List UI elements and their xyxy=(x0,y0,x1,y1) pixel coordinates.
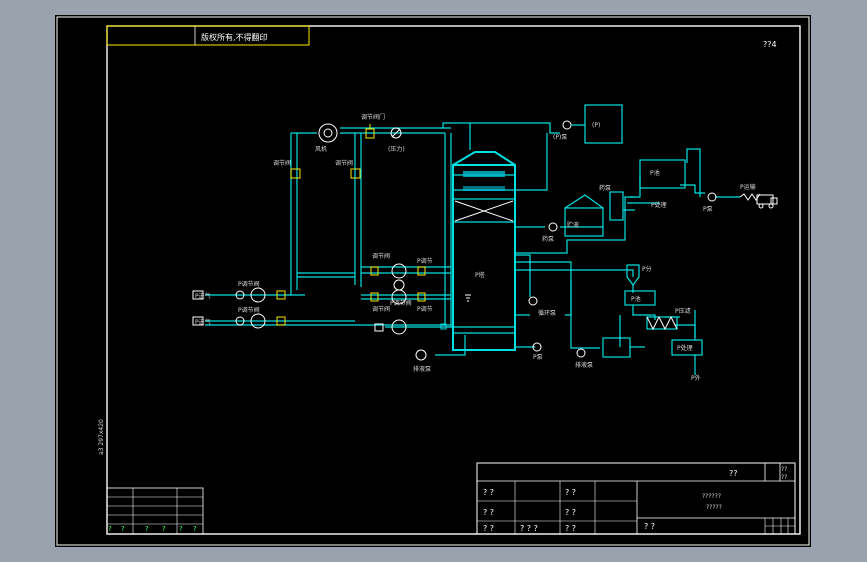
mid-valve: 调节阀 xyxy=(335,159,361,179)
chemical-tank: 贮液 药泵 xyxy=(542,194,604,243)
right-box-label: P池 xyxy=(650,169,660,177)
svg-text:排液泵: 排液泵 xyxy=(413,365,431,373)
side-label: a3 297x420 xyxy=(98,419,105,455)
svg-text:? ?: ? ? xyxy=(565,508,576,517)
svg-text:P泵: P泵 xyxy=(533,354,543,361)
svg-text:??: ?? xyxy=(781,466,787,473)
top-box: (P) xyxy=(584,104,623,144)
outer-border xyxy=(56,16,810,546)
copyright-box xyxy=(106,25,310,46)
svg-text:? ?: ? ? xyxy=(565,488,576,497)
svg-text:P分: P分 xyxy=(642,265,652,273)
svg-text:? ?: ? ? xyxy=(483,488,494,497)
svg-text:调节阀: 调节阀 xyxy=(372,252,390,260)
svg-text:调节阀: 调节阀 xyxy=(372,305,390,313)
revision-table: ? ? ? ? ? ? xyxy=(106,487,204,535)
tank-label: 贮液 xyxy=(567,221,579,229)
svg-text:?: ? xyxy=(121,525,125,533)
separator: P分 P池 P压滤 P处理 P外 xyxy=(602,264,703,382)
svg-text:P调节阀: P调节阀 xyxy=(238,280,260,288)
svg-text:P泵: P泵 xyxy=(703,206,713,213)
svg-text:P调节阀: P调节阀 xyxy=(238,306,260,314)
top-pump: (P)泵 xyxy=(553,120,572,141)
svg-text:P池: P池 xyxy=(631,295,641,303)
svg-text:? ? ?: ? ? ? xyxy=(520,524,538,533)
absorption-tower: P塔 xyxy=(452,151,516,351)
svg-text:?: ? xyxy=(193,525,197,533)
inlet-row-2: P进气 P调节阀 xyxy=(192,306,286,329)
fan-label: 风机 xyxy=(315,145,327,153)
drawing-number: ??4 xyxy=(763,40,777,49)
svg-text:P进气: P进气 xyxy=(195,292,211,300)
svg-text:?: ? xyxy=(108,525,112,533)
pipe-network xyxy=(205,122,740,375)
circulation-pumps: 循环泵 P泵 排液泵 xyxy=(528,296,593,369)
svg-text:? ?: ? ? xyxy=(644,522,655,531)
mid-pumps: 调节阀 调节阀 P调节阀 P调节 P调节 排液泵 xyxy=(370,252,447,373)
svg-text:P外: P外 xyxy=(691,374,701,382)
tower-label: P塔 xyxy=(475,271,485,279)
svg-text:P调节: P调节 xyxy=(417,257,433,265)
left-valve: 调节阀 xyxy=(273,159,301,179)
process-flow-diagram: 版权所有,不得翻印 ??4 a3 297x420 xyxy=(56,16,810,546)
title-top-a: ?? xyxy=(729,469,738,478)
inner-border xyxy=(106,25,801,535)
svg-text:药泵: 药泵 xyxy=(599,184,611,192)
pressure-gauge: (压力) xyxy=(388,127,405,153)
svg-text:循环泵: 循环泵 xyxy=(538,309,556,317)
drawing-title-line-2: ????? xyxy=(706,504,722,511)
svg-text:?: ? xyxy=(162,525,166,533)
drawing-sheet: 版权所有,不得翻印 ??4 a3 297x420 xyxy=(55,15,811,547)
svg-text:P调节: P调节 xyxy=(417,305,433,313)
tank-pump-label: 药泵 xyxy=(542,235,554,243)
svg-text:? ?: ? ? xyxy=(483,508,494,517)
svg-text:? ?: ? ? xyxy=(565,524,576,533)
svg-text:P处理: P处理 xyxy=(677,344,693,352)
right-equipment: 药泵 P池 P处理 P泵 P运输 xyxy=(599,159,778,221)
mid-valve-label: 调节阀 xyxy=(335,159,353,167)
svg-text:? ?: ? ? xyxy=(483,524,494,533)
svg-text:?: ? xyxy=(145,525,149,533)
gauge-label: (压力) xyxy=(388,145,405,153)
fan: 风机 xyxy=(315,123,338,153)
inlet-row-1: P进气 P调节阀 xyxy=(192,280,286,303)
svg-text:(P): (P) xyxy=(592,122,600,129)
svg-text:?: ? xyxy=(179,525,183,533)
drawing-title-line-1: ?????? xyxy=(702,493,721,500)
svg-text:??: ?? xyxy=(781,474,787,481)
svg-text:P调节阀: P调节阀 xyxy=(390,299,412,307)
title-block: ?? ?? ?? ? ? ? ? ? ? ? ? ? ? ? ? ? ? ? ?… xyxy=(476,462,796,535)
svg-text:P处理: P处理 xyxy=(651,201,667,209)
left-valve-label: 调节阀 xyxy=(273,159,291,167)
svg-text:P压滤: P压滤 xyxy=(675,307,691,315)
fan-valve: 调节阀门 xyxy=(361,113,385,139)
top-pump-label: (P)泵 xyxy=(553,134,567,141)
svg-text:P进气: P进气 xyxy=(195,318,211,326)
truck-label: P运输 xyxy=(740,183,756,191)
fan-valve-label: 调节阀门 xyxy=(361,113,385,121)
copyright-notice: 版权所有,不得翻印 xyxy=(201,32,268,42)
svg-text:排液泵: 排液泵 xyxy=(575,361,593,369)
